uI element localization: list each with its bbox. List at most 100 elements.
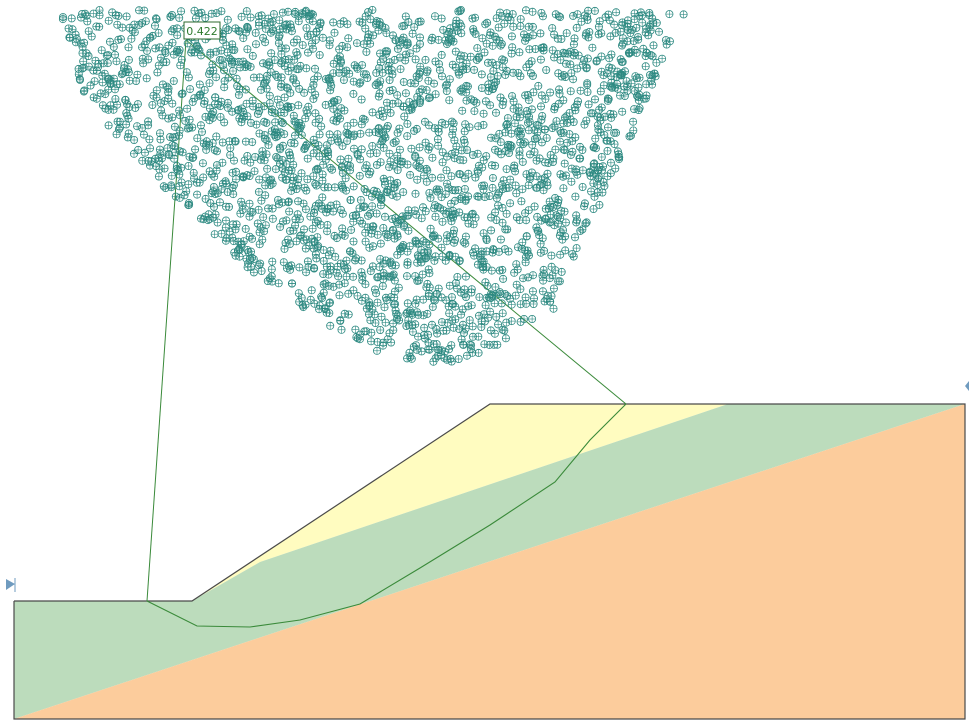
search-point [276, 145, 285, 154]
search-point [311, 90, 320, 99]
search-point [548, 46, 557, 55]
search-point [164, 84, 173, 93]
search-point [623, 22, 632, 31]
search-point [340, 68, 349, 77]
search-point [190, 6, 199, 15]
search-point [326, 201, 335, 210]
search-point [336, 316, 345, 325]
search-point [223, 48, 232, 57]
search-point [502, 209, 511, 218]
search-point [557, 267, 566, 276]
search-point [422, 68, 431, 77]
search-point [432, 289, 441, 298]
search-point [405, 49, 414, 58]
search-point [331, 252, 340, 261]
search-point [412, 161, 421, 170]
search-point [361, 293, 370, 302]
search-point [372, 68, 381, 77]
search-point [634, 92, 643, 101]
search-point [502, 121, 511, 130]
search-point [268, 214, 277, 223]
critical-slip-surface[interactable] [146, 403, 627, 628]
bedrock-layer [14, 404, 965, 719]
right-triangle-icon[interactable] [6, 579, 15, 590]
search-point [539, 46, 548, 55]
search-point [506, 199, 515, 208]
search-point [168, 99, 177, 108]
search-point [353, 291, 362, 300]
search-point [256, 259, 265, 268]
search-point [524, 96, 533, 105]
search-point [301, 205, 310, 214]
search-point [428, 153, 437, 162]
search-point [151, 154, 160, 163]
search-point [549, 284, 558, 293]
search-point [255, 228, 264, 237]
search-point [243, 45, 252, 54]
search-point [572, 211, 581, 220]
search-point [349, 286, 358, 295]
search-point [595, 17, 604, 26]
search-point [454, 354, 463, 363]
search-point [315, 114, 324, 123]
search-point [649, 19, 658, 28]
search-point [349, 182, 358, 191]
search-point [152, 86, 161, 95]
factor-of-safety-callout[interactable]: 0.422 [183, 21, 221, 40]
search-point [173, 24, 182, 33]
search-point [172, 47, 181, 56]
search-point [189, 168, 198, 177]
search-point [361, 12, 370, 21]
search-point [504, 140, 513, 149]
search-point [480, 192, 489, 201]
search-point [512, 112, 521, 121]
search-point [530, 202, 539, 211]
search-point [184, 73, 193, 82]
search-point [514, 243, 523, 252]
search-point [239, 34, 248, 43]
search-point [452, 142, 461, 151]
left-triangle-icon[interactable] [965, 381, 969, 391]
search-point [167, 183, 176, 192]
search-point [455, 55, 464, 64]
search-point [280, 244, 289, 253]
search-point [579, 56, 588, 65]
search-point [393, 44, 402, 53]
search-point [361, 228, 370, 237]
search-point [242, 7, 251, 16]
search-point [72, 34, 81, 43]
search-point [393, 311, 402, 320]
search-point [296, 61, 305, 70]
search-point [649, 41, 658, 50]
search-point [510, 119, 519, 128]
search-point [597, 103, 606, 112]
search-point [519, 139, 528, 148]
search-point [424, 145, 433, 154]
search-point [611, 83, 620, 92]
search-point [388, 70, 397, 79]
search-point [241, 85, 250, 94]
search-point [634, 35, 643, 44]
search-point [409, 342, 418, 351]
search-point [381, 293, 390, 302]
search-point [635, 11, 644, 20]
search-point [445, 251, 454, 260]
search-point [512, 280, 521, 289]
search-point [554, 12, 563, 21]
search-point [198, 159, 207, 168]
search-point [431, 354, 440, 363]
search-point [202, 141, 211, 150]
search-point [485, 340, 494, 349]
search-point [589, 143, 598, 152]
search-point [469, 248, 478, 257]
search-point [357, 95, 366, 104]
search-point [375, 81, 384, 90]
search-point [139, 130, 148, 139]
search-point [175, 126, 184, 135]
search-point [536, 55, 545, 64]
search-point [547, 262, 556, 271]
search-point [309, 80, 318, 89]
search-point [530, 147, 539, 156]
search-point [402, 272, 411, 281]
